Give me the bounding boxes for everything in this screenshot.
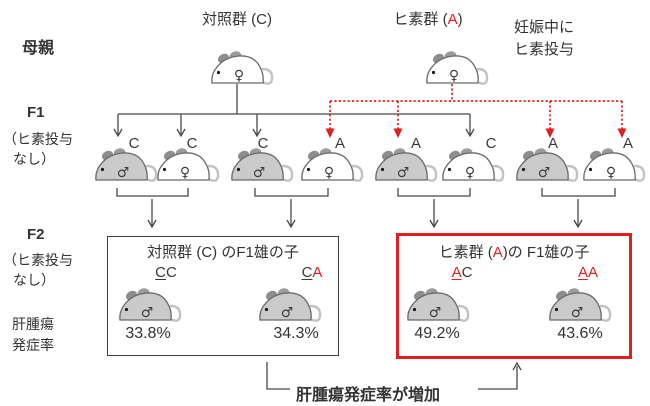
f1-note: （ヒ素投与 なし） <box>3 131 73 167</box>
f1-mouse-3-label: C <box>257 135 269 152</box>
f1-mouse-2-label: C <box>186 135 198 152</box>
control-group-label: 対照群 (C) <box>201 11 272 28</box>
f1-mouse-6: ♀ <box>441 147 505 187</box>
f1-mouse-3: ♂ <box>230 147 294 187</box>
f1-mouse-6-label: C <box>485 135 497 152</box>
arsenic-letter: A <box>447 11 458 28</box>
rate-ca: 34.3% <box>273 325 319 342</box>
f1-mouse-4-label: A <box>334 135 345 152</box>
control-box-title: 対照群 (C) のF1雄の子 <box>147 244 299 261</box>
bottom-conclusion: 肝腫瘍発症率が増加 <box>296 387 441 404</box>
f1-mouse-4: ♀ <box>300 147 364 187</box>
arsenic-group-label: ヒ素群 (A) <box>393 11 463 28</box>
rate-cc: 33.8% <box>125 325 171 342</box>
f2-mouse-cc: ♂ <box>118 287 182 327</box>
svg-text:♀: ♀ <box>606 165 616 181</box>
f1-mouse-8-label: A <box>622 135 633 152</box>
mother-row-label: 母親 <box>22 40 55 57</box>
f1-row-label: F1 <box>27 104 45 121</box>
f1-mouse-7: ♂ <box>515 147 579 187</box>
control-offspring-box <box>107 236 339 356</box>
arsenic-offspring-box <box>396 233 632 359</box>
pregnancy-note-line2: ヒ素投与 <box>514 41 575 58</box>
f1-mouse-5: ♂ <box>374 147 438 187</box>
pregnancy-note-line1: 妊娠中に <box>514 19 575 36</box>
svg-text:♂: ♂ <box>571 305 584 321</box>
svg-text:♂: ♂ <box>117 165 130 181</box>
control-letter: C <box>256 11 267 28</box>
f2-mouse-ac: ♂ <box>406 287 470 327</box>
svg-text:♀: ♀ <box>234 68 244 84</box>
svg-text:♂: ♂ <box>429 305 442 321</box>
svg-text:♂: ♂ <box>538 165 551 181</box>
svg-text:♀: ♀ <box>324 165 334 181</box>
f1-mouse-5-label: A <box>410 135 421 152</box>
genotype-label-cc: CC <box>155 264 177 281</box>
svg-text:♀: ♀ <box>465 165 475 181</box>
rate-aa: 43.6% <box>557 325 603 342</box>
svg-text:♀: ♀ <box>180 165 190 181</box>
pregnancy-note: 妊娠中に ヒ素投与 <box>514 17 574 61</box>
f1-mouse-8: ♀ <box>582 147 646 187</box>
f2-mouse-ca: ♂ <box>258 287 322 327</box>
f2-mouse-aa: ♂ <box>548 287 612 327</box>
svg-text:♂: ♂ <box>397 165 410 181</box>
f1-mouse-2: ♀ <box>156 147 220 187</box>
control-mother-mouse: ♀ <box>210 50 274 90</box>
genotype-label-ac: AC <box>451 264 473 281</box>
arsenic-box-title: ヒ素群 (A)の F1雄の子 <box>438 244 590 261</box>
f1-mouse-1: ♂ <box>94 147 158 187</box>
arsenic-mother-mouse: ♀ <box>425 50 489 90</box>
svg-text:♂: ♂ <box>141 305 154 321</box>
genotype-label-aa: AA <box>577 264 599 281</box>
f1-mouse-7-label: A <box>547 135 558 152</box>
rate-ac: 49.2% <box>414 325 460 342</box>
tumor-rate-note: 肝腫瘍 発症率 <box>12 316 54 353</box>
f2-note: （ヒ素投与 なし） <box>3 252 73 288</box>
genotype-label-ca: CA <box>301 264 323 281</box>
f2-row-label: F2 <box>27 226 45 243</box>
f1-mouse-1-label: C <box>128 135 140 152</box>
svg-text:♂: ♂ <box>281 305 294 321</box>
svg-text:♂: ♂ <box>253 165 266 181</box>
svg-text:♀: ♀ <box>449 68 459 84</box>
